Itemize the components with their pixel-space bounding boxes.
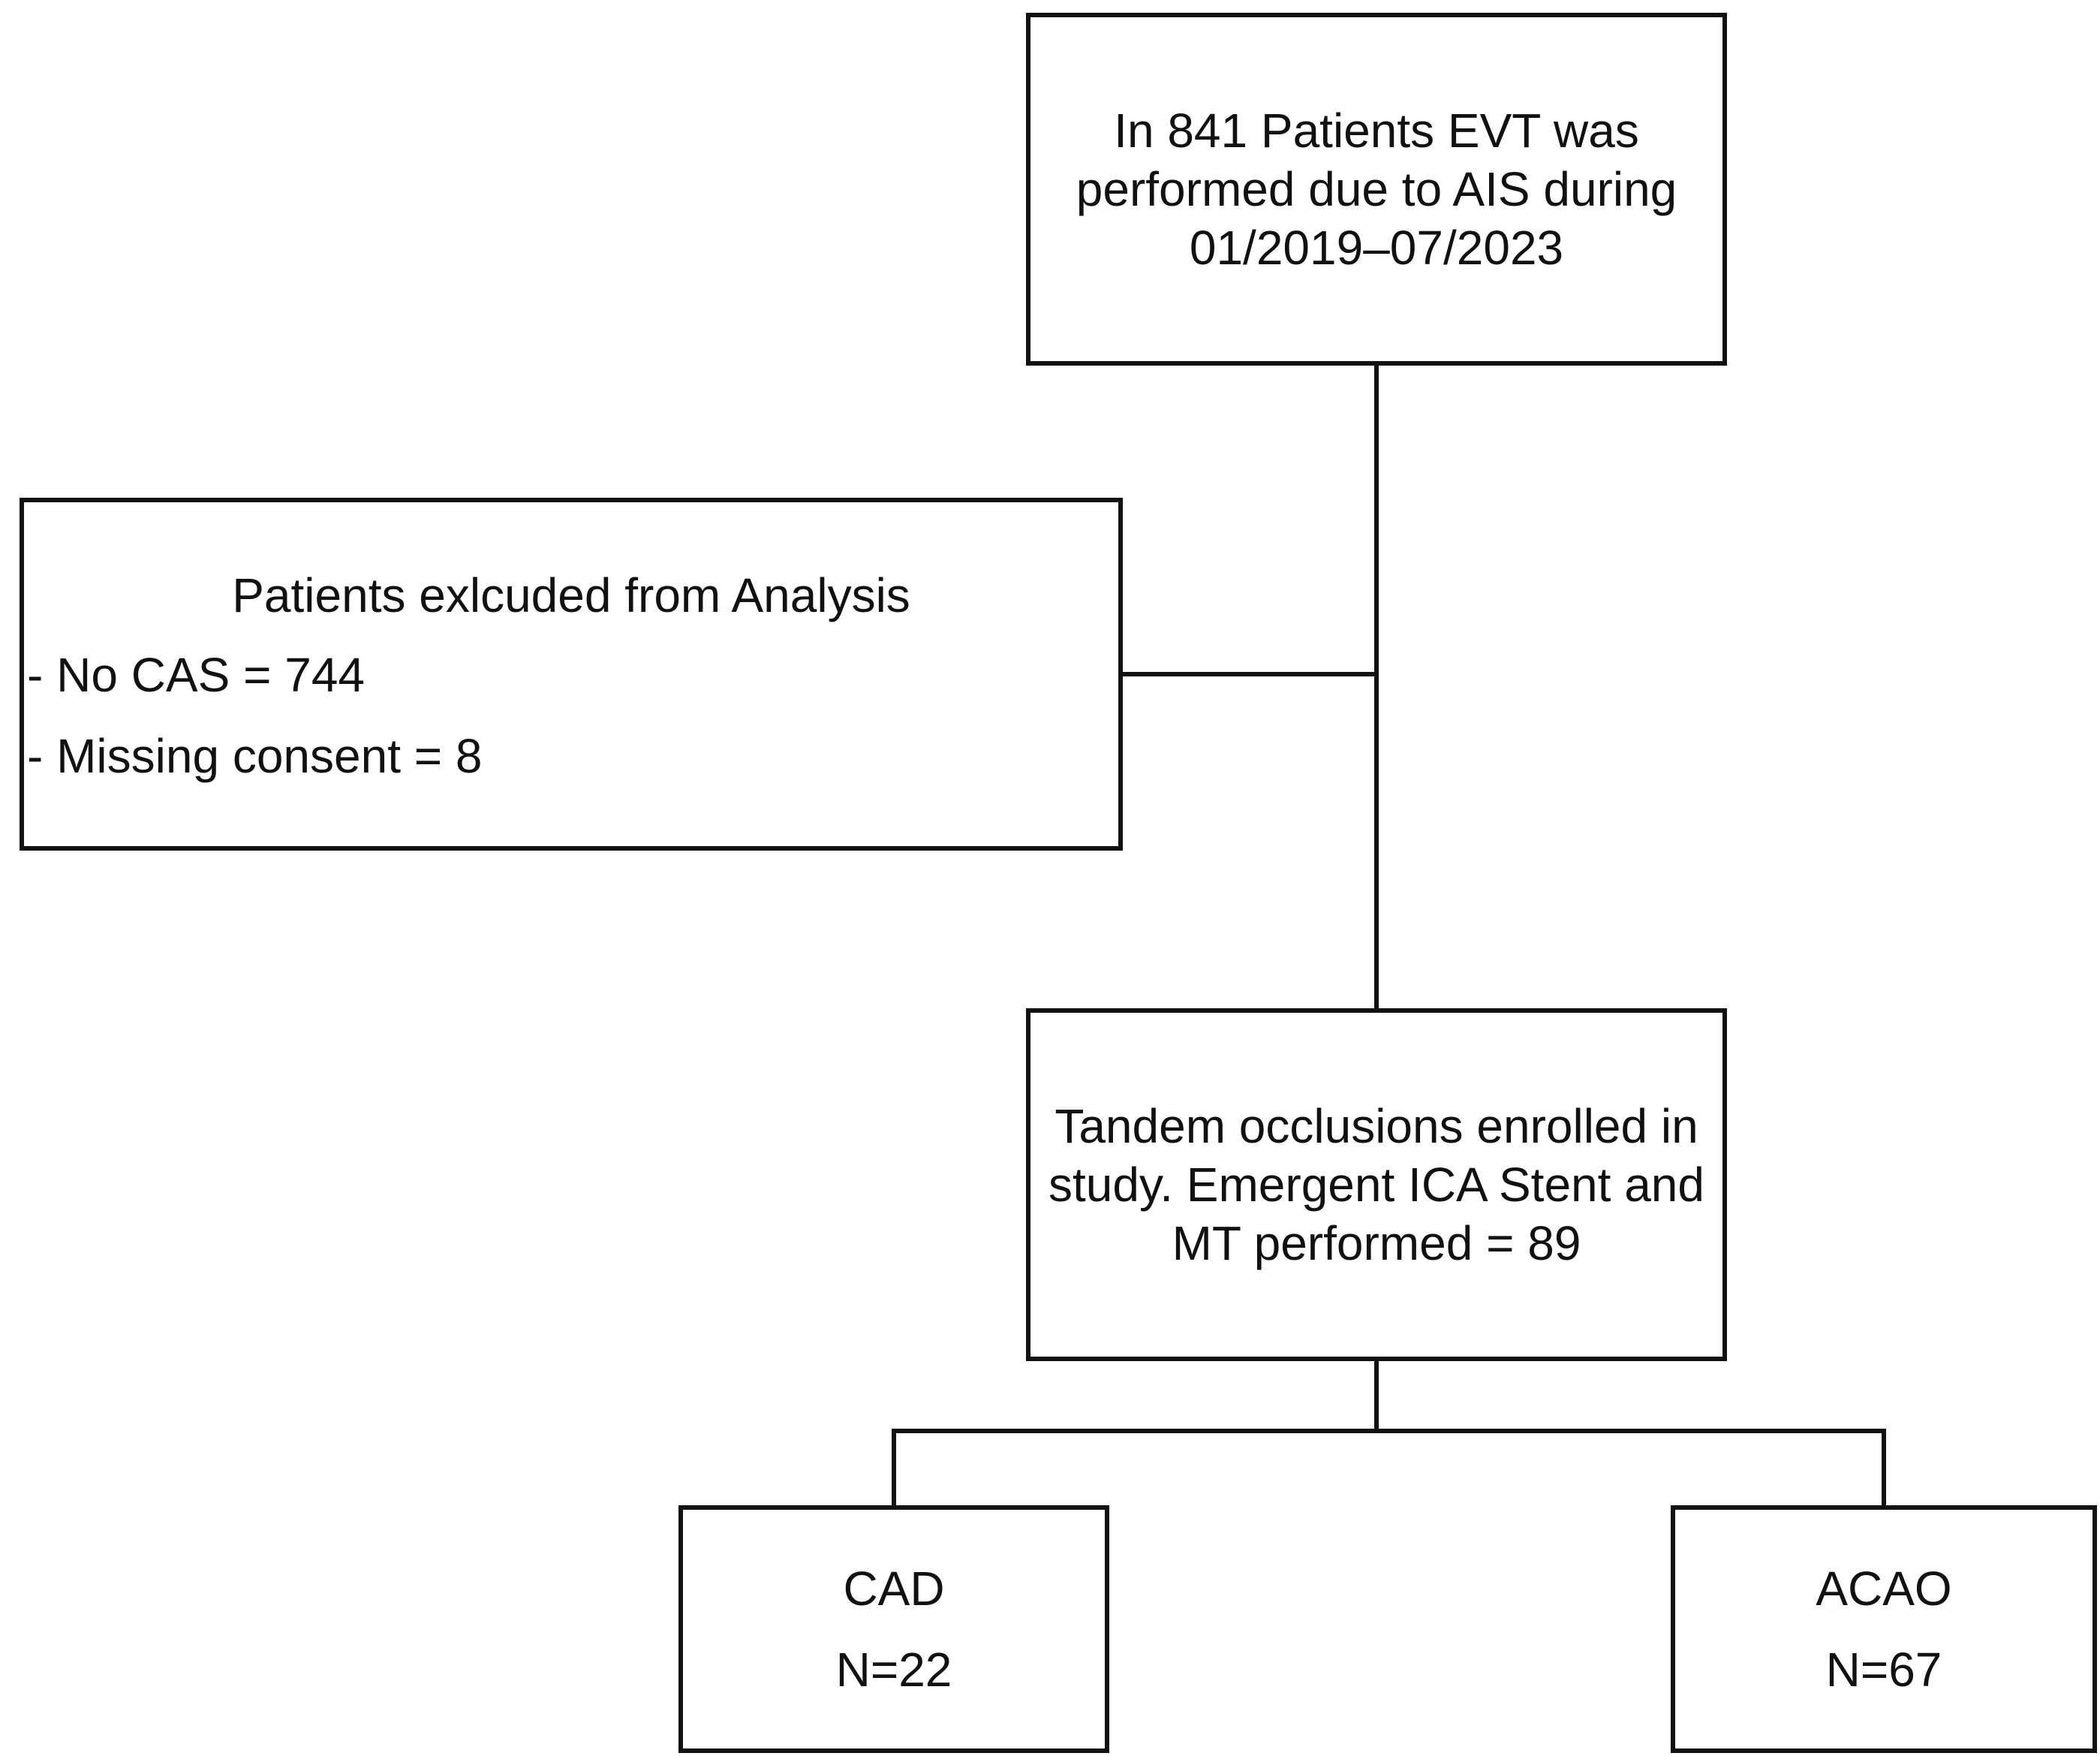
cad-box: CAD N=22 (678, 1505, 1109, 1753)
excluded-item: - Missing consent = 8 (27, 729, 483, 783)
start-box: In 841 Patients EVT was performed due to… (1026, 13, 1727, 366)
enrolled-line: study. Emergent ICA Stent and (1048, 1158, 1704, 1212)
excluded-title: Patients exlcuded from Analysis (232, 568, 910, 622)
acao-box: ACAO N=67 (1671, 1505, 2097, 1753)
cad-count: N=22 (835, 1643, 952, 1697)
excluded-box: Patients exlcuded from Analysis - No CAS… (20, 498, 1123, 851)
cad-label: CAD (843, 1562, 945, 1616)
excluded-item: - No CAS = 744 (27, 648, 365, 702)
start-line: In 841 Patients EVT was (1114, 104, 1639, 158)
acao-label: ACAO (1816, 1562, 1952, 1616)
start-line: 01/2019–07/2023 (1189, 221, 1564, 275)
enrolled-line: MT performed = 89 (1172, 1216, 1581, 1270)
enrolled-line: Tandem occlusions enrolled in (1055, 1099, 1698, 1153)
start-line: performed due to AIS during (1076, 162, 1677, 216)
acao-count: N=67 (1825, 1643, 1942, 1697)
enrolled-box: Tandem occlusions enrolled in study. Eme… (1026, 1008, 1727, 1361)
